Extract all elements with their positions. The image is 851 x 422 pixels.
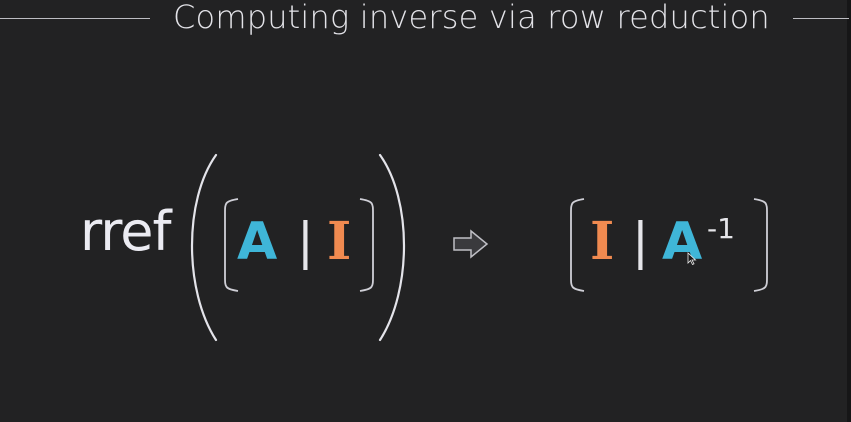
outer-right-paren: [378, 153, 405, 342]
right-edge-strip: [847, 0, 851, 422]
title-row: Computing inverse via row reduction: [0, 0, 851, 40]
right-matrix-close-bracket: [753, 198, 768, 292]
right-matrix-open-bracket: [570, 198, 585, 292]
title-rule-right: [793, 18, 849, 19]
left-matrix-A: A: [237, 212, 278, 272]
left-matrix-open-bracket: [224, 198, 239, 292]
title-rule-left: [0, 18, 150, 19]
right-matrix-I: I: [590, 211, 615, 272]
right-matrix-separator: |: [632, 212, 649, 270]
left-matrix-close-bracket: [359, 198, 374, 292]
page-title: Computing inverse via row reduction: [173, 0, 770, 36]
mouse-cursor-icon: [687, 252, 697, 266]
right-arrow-icon: [453, 229, 489, 259]
right-matrix-A: A: [662, 212, 703, 272]
left-matrix-I: I: [327, 211, 352, 272]
left-matrix-separator: |: [297, 212, 314, 270]
outer-left-paren: [191, 153, 218, 342]
right-matrix-exponent: -1: [707, 212, 735, 245]
rref-function-name: rref: [80, 200, 171, 263]
